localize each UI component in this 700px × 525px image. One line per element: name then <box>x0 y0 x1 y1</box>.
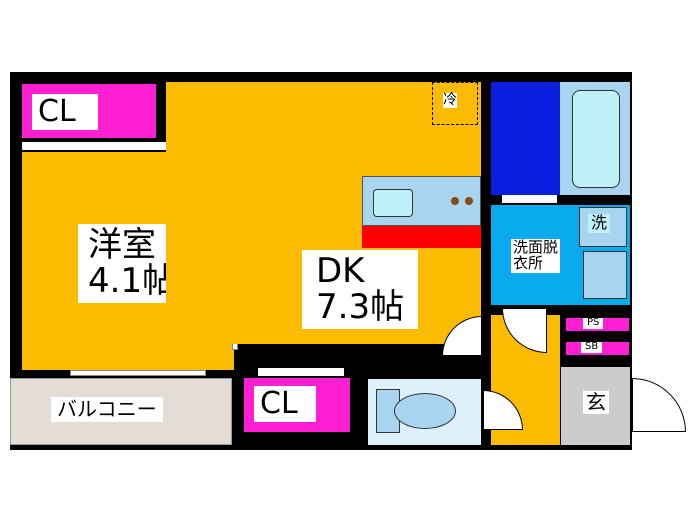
bath-room <box>491 82 560 195</box>
fridge-space: 冷 <box>432 82 478 125</box>
front-door[interactable] <box>632 378 686 432</box>
bath-door[interactable] <box>502 195 557 203</box>
stove-burner-icon <box>451 197 459 205</box>
kitchen-counter-front <box>362 226 481 248</box>
dk-size: 7.3帖 <box>316 286 405 327</box>
bathtub-icon <box>572 90 620 188</box>
closet-bottom-label: CL <box>254 386 316 422</box>
sink-icon <box>373 189 413 217</box>
balcony: バルコニー <box>10 378 232 445</box>
toilet-door[interactable] <box>483 390 523 430</box>
closet-top-label: CL <box>32 94 98 130</box>
fridge-label: 冷 <box>443 92 457 108</box>
ps-label: PS <box>583 317 604 329</box>
closet-bottom-door[interactable] <box>258 368 344 376</box>
toilet-room <box>368 379 481 445</box>
closet-bottom: CL <box>244 378 350 432</box>
balcony-label: バルコニー <box>51 397 163 422</box>
washing-machine: 洗 <box>579 207 627 247</box>
dk-name: DK <box>316 251 365 291</box>
western-room-size: 4.1帖 <box>88 260 177 301</box>
closet-top: CL <box>22 84 156 138</box>
stove-burner-icon <box>465 197 473 205</box>
bathtub <box>560 82 630 195</box>
closet-top-door[interactable] <box>22 142 230 150</box>
kitchen-counter <box>362 176 481 226</box>
storage-box: SB <box>566 341 629 355</box>
washer-label: 洗 <box>588 214 611 233</box>
washroom-label-line1: 洗面脱 <box>513 238 559 256</box>
toilet-bowl-icon <box>394 393 456 429</box>
entrance: 玄 <box>561 367 630 445</box>
washroom: 洗面脱 衣所 洗 <box>491 205 630 305</box>
balcony-window[interactable] <box>70 370 206 376</box>
washroom-label-line2: 衣所 <box>513 253 544 272</box>
sb-label: SB <box>581 341 603 353</box>
entrance-label: 玄 <box>583 391 609 414</box>
pipe-space: PS <box>566 317 629 331</box>
washroom-label: 洗面脱 衣所 <box>511 238 561 273</box>
washbasin-icon <box>583 251 627 299</box>
western-room-name: 洋室 <box>88 225 156 265</box>
dk-label: DK 7.3帖 <box>302 250 419 330</box>
